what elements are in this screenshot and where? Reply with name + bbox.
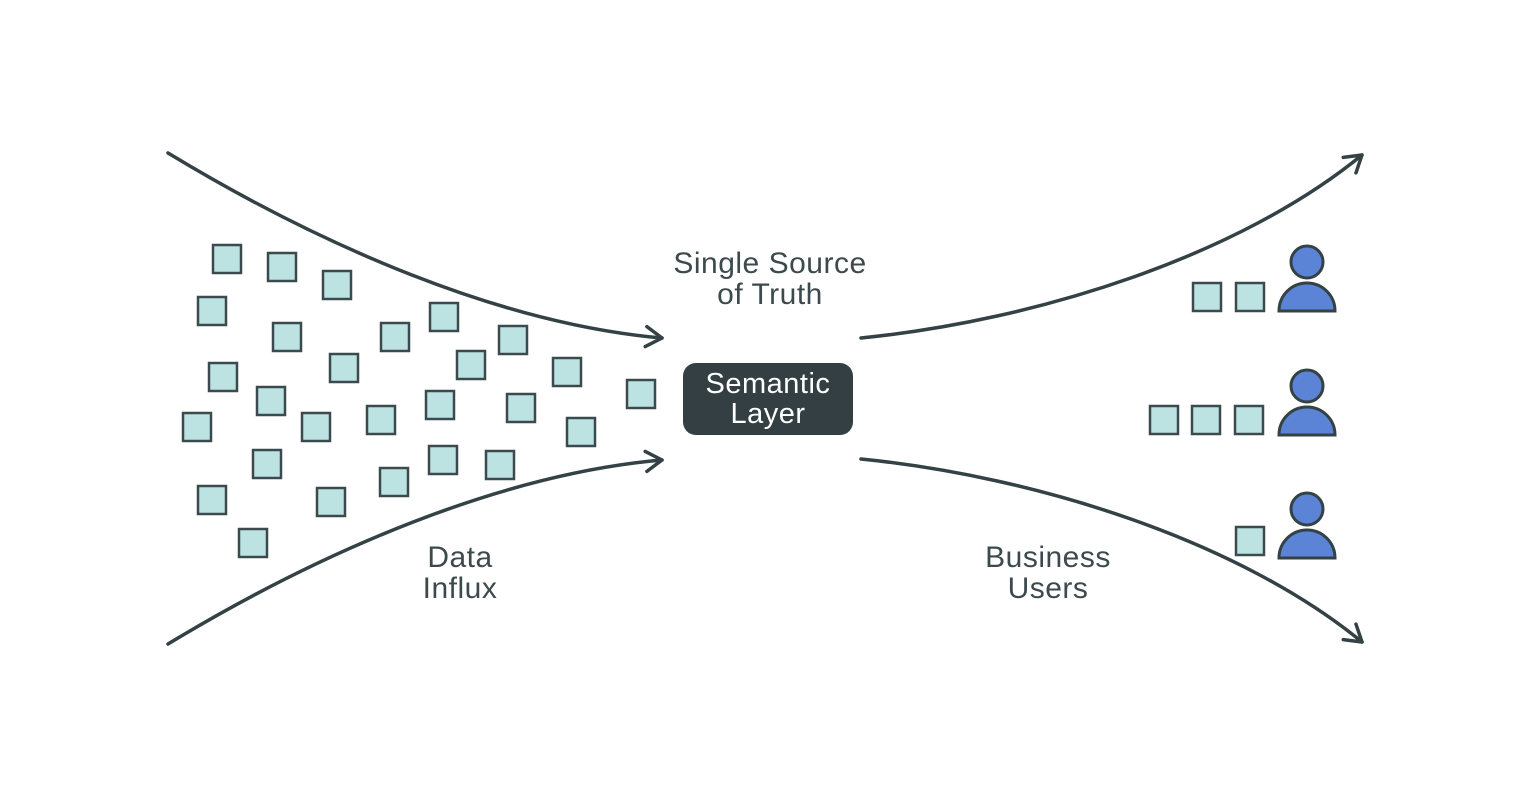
data-square bbox=[271, 321, 303, 353]
business-user-icon bbox=[1277, 368, 1337, 437]
data-square bbox=[505, 392, 537, 424]
data-square bbox=[321, 269, 353, 301]
person-body bbox=[1277, 281, 1337, 313]
business-user-icon bbox=[1277, 244, 1337, 313]
data-square bbox=[365, 404, 397, 436]
data-square bbox=[379, 321, 411, 353]
single-source-label-line2: of Truth bbox=[717, 278, 823, 311]
data-square bbox=[424, 389, 456, 421]
business-user-group bbox=[1191, 244, 1337, 313]
data-square bbox=[315, 486, 347, 518]
business-user-icon bbox=[1277, 491, 1337, 560]
business-users-label-line2: Users bbox=[1008, 572, 1089, 605]
data-square bbox=[428, 301, 460, 333]
semantic-layer-label-line1: Semantic bbox=[706, 368, 831, 400]
data-influx-label-line2: Influx bbox=[423, 572, 498, 605]
data-square bbox=[1234, 281, 1266, 313]
funnel-arrow-top-left bbox=[166, 151, 664, 349]
business-user-groups bbox=[1148, 244, 1337, 560]
data-square bbox=[497, 324, 529, 356]
business-user-group bbox=[1148, 368, 1337, 437]
data-square bbox=[300, 411, 332, 443]
data-influx-squares bbox=[181, 243, 657, 559]
business-users-label-line1: Business bbox=[985, 541, 1111, 574]
data-square bbox=[1233, 404, 1265, 436]
data-square bbox=[255, 385, 287, 417]
single-source-label-line1: Single Source bbox=[673, 247, 866, 280]
data-square bbox=[1191, 281, 1223, 313]
data-square bbox=[625, 378, 657, 410]
data-square bbox=[196, 484, 228, 516]
data-square bbox=[551, 356, 583, 388]
data-square bbox=[484, 449, 516, 481]
data-square bbox=[237, 527, 269, 559]
data-square bbox=[455, 349, 487, 381]
person-head bbox=[1289, 491, 1325, 527]
data-square bbox=[251, 448, 283, 480]
data-square bbox=[196, 295, 228, 327]
data-square bbox=[207, 361, 239, 393]
data-square bbox=[181, 411, 213, 443]
fan-arrow-bottom-right bbox=[859, 457, 1364, 644]
data-square bbox=[1148, 404, 1180, 436]
data-square bbox=[378, 466, 410, 498]
data-influx-label-line1: Data bbox=[427, 541, 492, 574]
data-square bbox=[266, 251, 298, 283]
semantic-layer-label-line2: Layer bbox=[730, 398, 805, 430]
person-body bbox=[1277, 405, 1337, 437]
person-body bbox=[1277, 528, 1337, 560]
data-square bbox=[328, 352, 360, 384]
semantic-layer-box bbox=[683, 363, 853, 435]
data-square bbox=[427, 444, 459, 476]
data-square bbox=[211, 243, 243, 275]
data-square bbox=[565, 416, 597, 448]
person-head bbox=[1289, 368, 1325, 404]
funnel-arrow-bottom-left bbox=[166, 449, 664, 646]
business-user-group bbox=[1234, 491, 1337, 560]
data-square bbox=[1234, 525, 1266, 557]
fan-arrow-top-right bbox=[859, 153, 1364, 340]
person-head bbox=[1289, 244, 1325, 280]
data-square bbox=[1190, 404, 1222, 436]
